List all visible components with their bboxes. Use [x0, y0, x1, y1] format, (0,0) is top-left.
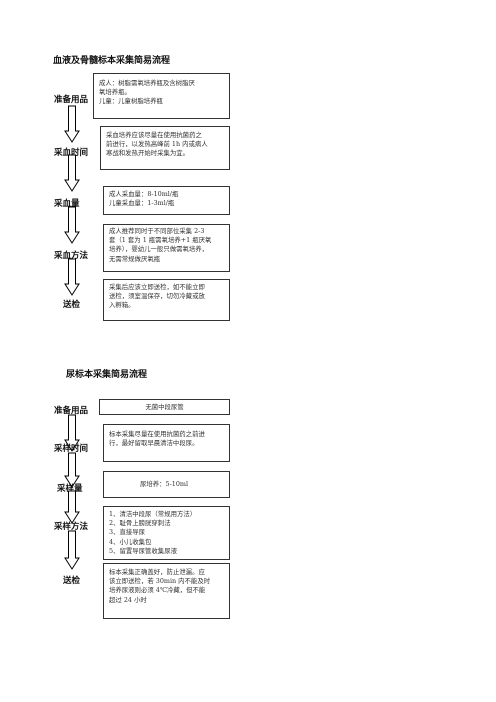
blood-step-box-method: 成人推荐同时于不同部位采集 2-3 套（1 套为 1 瓶需氧培养+1 瓶厌氧 培…: [103, 224, 230, 272]
urine-step-text: 培养尿液则必须 4℃冷藏，但不能: [109, 586, 206, 595]
urine-step-text: 该立即送检，若 30min 内不能及时: [109, 577, 211, 586]
blood-step-text: 寒战和发热开始时采集为宜。: [106, 149, 190, 158]
blood-step-text: 培养），婴幼儿一般只做需氧培养，: [109, 245, 209, 254]
blood-step-label-volume: 采血量: [54, 199, 80, 209]
urine-step-text: 2、耻骨上膀胱穿刺法: [109, 519, 171, 528]
down-arrow-icon: [64, 206, 80, 244]
urine-step-text: 行，最好留取早晨清洁中段尿。: [109, 439, 199, 448]
urine-step-label-volume: 采样量: [57, 484, 83, 494]
blood-step-text: 采血培养应该尽量在使用抗菌药之: [106, 131, 202, 139]
urine-step-label-prepare: 准备用品: [54, 406, 89, 416]
blood-flow-title: 血液及骨髓标本采集简易流程: [53, 56, 171, 66]
blood-step-text: 采集后应该立即送检，如不能立即: [109, 283, 205, 291]
urine-step-label-time: 采样时间: [54, 444, 89, 454]
urine-step-box-volume: 尿培养：5-10ml: [103, 471, 230, 498]
urine-step-box-method: 1、清洁中段尿（常规用方法） 2、耻骨上膀胱穿刺法 3、直接导尿 4、小儿收集包…: [103, 506, 230, 560]
blood-step-text: 成人采血量：8-10ml/瓶: [109, 190, 179, 198]
urine-step-text: 4、小儿收集包: [109, 537, 152, 546]
urine-flow-title: 尿标本采集简易流程: [66, 370, 148, 380]
down-arrow-icon: [64, 530, 80, 570]
blood-step-text: 送检，须室温保存，切勿冷藏或放: [109, 292, 205, 301]
urine-step-box-submit: 标本采集正确盖好，防止泄漏。应 该立即送检，若 30min 内不能及时 培养尿液…: [103, 563, 230, 619]
urine-step-text: 超过 24 小时: [109, 595, 147, 604]
blood-step-text: 套（1 套为 1 瓶需氧培养+1 瓶厌氧: [109, 236, 212, 245]
urine-step-box-time: 标本采集尽量在使用抗菌药之前进 行，最好留取早晨清洁中段尿。: [103, 424, 230, 462]
down-arrow-icon: [64, 105, 80, 143]
urine-step-text: 标本采集尽量在使用抗菌药之前进: [109, 430, 205, 438]
blood-step-label-time: 采血时间: [54, 148, 89, 158]
urine-step-text: 标本采集正确盖好，防止泄漏。应: [109, 568, 205, 576]
blood-step-text: 入孵箱。: [109, 301, 135, 310]
blood-step-box-volume: 成人采血量：8-10ml/瓶 儿童采血量：1-3ml/瓶: [103, 186, 230, 215]
blood-step-box-prepare: 成人：树脂需氧培养瓶及含树脂厌 氧培养瓶。 儿童：儿童树脂培养瓶: [93, 73, 230, 119]
blood-step-text: 儿童采血量：1-3ml/瓶: [109, 199, 175, 208]
down-arrow-icon: [64, 452, 80, 488]
urine-step-text: 5、留置导尿管收集尿液: [109, 546, 177, 555]
blood-step-label-method: 采血方法: [54, 251, 89, 261]
down-arrow-icon: [64, 154, 80, 192]
blood-step-text: 成人推荐同时于不同部位采集 2-3: [109, 227, 205, 235]
blood-step-text: 无需常规做厌氧瓶: [109, 254, 161, 263]
down-arrow-icon: [64, 490, 80, 524]
urine-step-text: 无菌中段尿管: [145, 403, 184, 411]
urine-step-box-prepare: 无菌中段尿管: [99, 399, 230, 415]
blood-step-text: 儿童：儿童树脂培养瓶: [99, 97, 163, 106]
down-arrow-icon: [64, 414, 80, 452]
blood-step-box-submit: 采集后应该立即送检，如不能立即 送检，须室温保存，切勿冷藏或放 入孵箱。: [103, 279, 230, 321]
urine-step-label-submit: 送检: [63, 576, 81, 586]
blood-step-label-submit: 送检: [63, 300, 81, 310]
down-arrow-icon: [64, 258, 80, 296]
blood-step-text: 前进行，以发热高峰前 1h 内或病人: [106, 140, 208, 149]
blood-step-text: 氧培养瓶。: [99, 88, 131, 97]
blood-step-label-prepare: 准备用品: [54, 95, 89, 105]
urine-step-text: 3、直接导尿: [109, 528, 146, 537]
urine-step-text: 尿培养：5-10ml: [140, 480, 189, 488]
urine-step-text: 1、清洁中段尿（常规用方法）: [109, 510, 197, 518]
urine-step-label-method: 采样方法: [54, 522, 89, 532]
blood-step-text: 成人：树脂需氧培养瓶及含树脂厌: [99, 79, 195, 87]
blood-step-box-time: 采血培养应该尽量在使用抗菌药之 前进行，以发热高峰前 1h 内或病人 寒战和发热…: [100, 126, 230, 170]
